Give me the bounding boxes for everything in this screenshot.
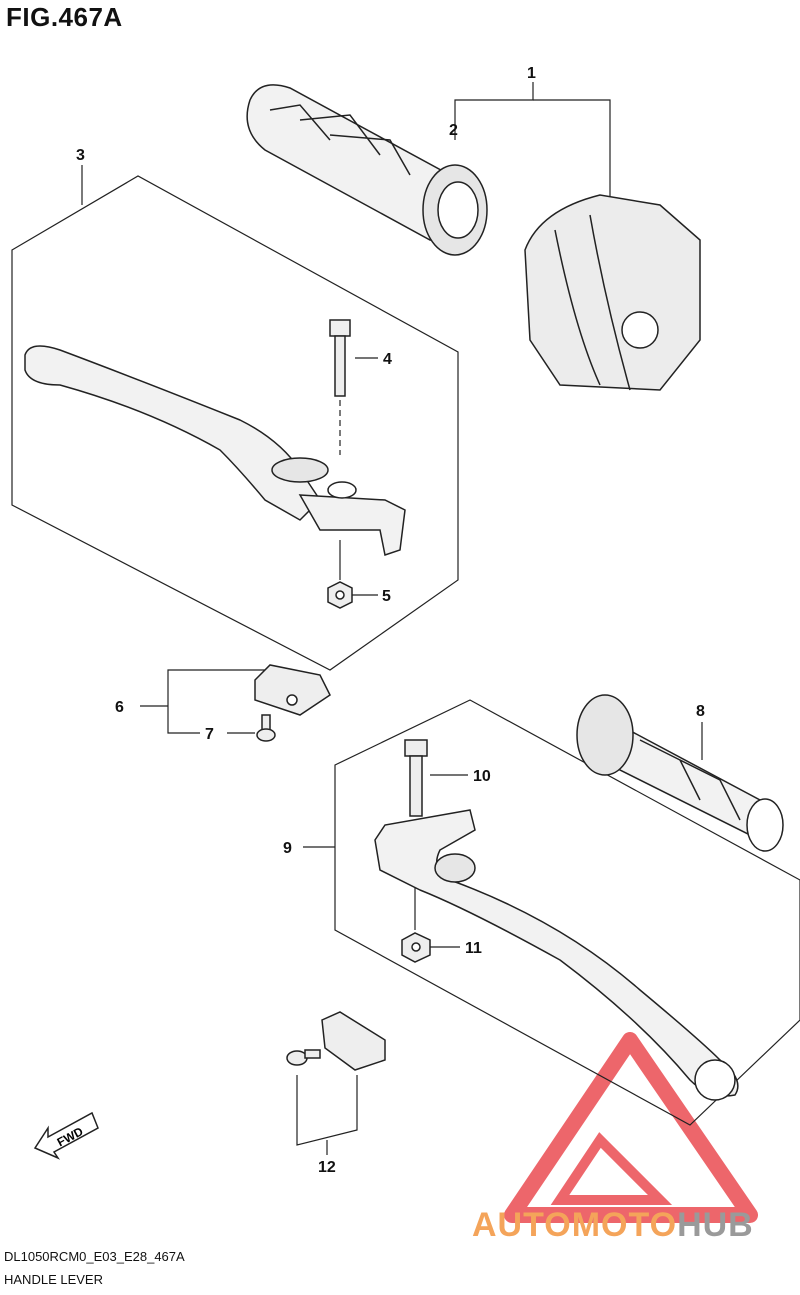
- footer-name: HANDLE LEVER: [4, 1272, 103, 1287]
- callout-1: 1: [527, 65, 536, 82]
- box-upper-lever-assembly: [11, 175, 459, 671]
- switch-housing-part-1: [524, 194, 701, 391]
- watermark-logo: [504, 1032, 758, 1223]
- throttle-grip-part-2: [246, 84, 488, 256]
- callout-10: 10: [473, 768, 491, 785]
- figure-title: FIG.467A: [6, 2, 123, 32]
- callout-11: 11: [465, 940, 482, 957]
- bolt-part-4: [329, 319, 351, 397]
- box-lower-lever-assembly: [334, 699, 800, 1126]
- left-grip-part-8: [576, 694, 784, 852]
- callout-3: 3: [76, 147, 85, 164]
- brake-switch-part-6: [254, 664, 331, 716]
- nut-part-5: [327, 581, 353, 609]
- fwd-arrow-icon: FWD: [33, 1111, 99, 1160]
- footer-code: DL1050RCM0_E03_E28_467A: [4, 1249, 185, 1264]
- callout-4: 4: [383, 351, 392, 368]
- leader-lines: [81, 82, 703, 1155]
- screw-part-7: [256, 714, 276, 742]
- callout-8: 8: [696, 703, 705, 720]
- clutch-switch-part-12: [286, 1011, 386, 1071]
- callout-2: 2: [449, 122, 458, 139]
- nut-part-11: [401, 932, 431, 963]
- watermark-text: AUTOMOTOHUB: [472, 1206, 754, 1245]
- callout-6: 6: [115, 699, 124, 716]
- watermark-text-part1: AUTOMOTO: [472, 1206, 678, 1244]
- callout-12: 12: [318, 1159, 336, 1176]
- callout-5: 5: [382, 588, 391, 605]
- clutch-lever-part-9: [374, 809, 739, 1101]
- callout-9: 9: [283, 840, 292, 857]
- brake-lever-part-3: [24, 345, 406, 556]
- watermark-text-part2: HUB: [677, 1206, 754, 1244]
- bolt-part-10: [404, 739, 428, 817]
- callout-7: 7: [205, 726, 214, 743]
